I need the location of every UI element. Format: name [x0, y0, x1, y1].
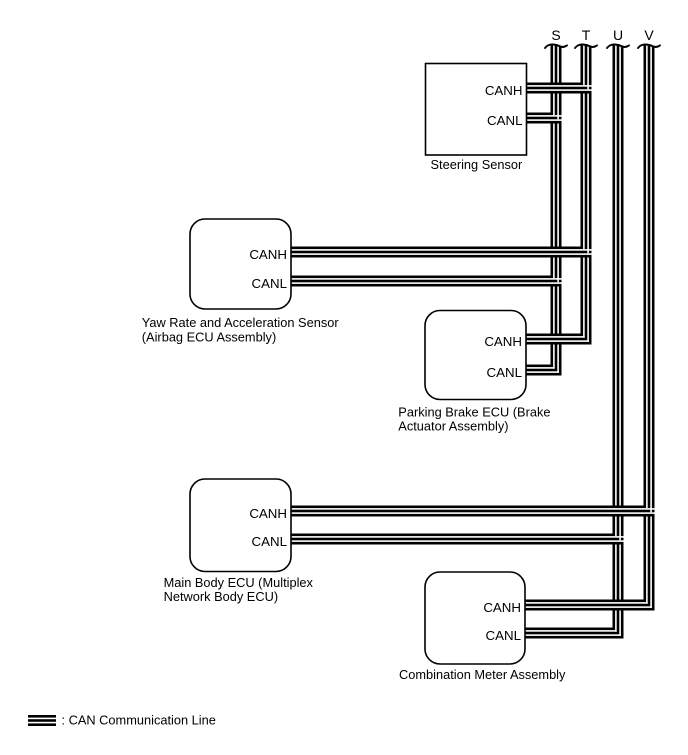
- svg-text:Network Body ECU): Network Body ECU): [164, 589, 279, 604]
- svg-text:CANL: CANL: [252, 276, 287, 291]
- svg-text:CANH: CANH: [485, 83, 523, 98]
- svg-text:CANL: CANL: [252, 534, 287, 549]
- svg-text:CANH: CANH: [249, 247, 287, 262]
- svg-text:CANH: CANH: [483, 600, 521, 615]
- svg-text:CANH: CANH: [249, 506, 287, 521]
- svg-text:CANH: CANH: [484, 334, 522, 349]
- svg-text:Actuator Assembly): Actuator Assembly): [398, 419, 508, 434]
- svg-text:V: V: [644, 27, 654, 43]
- svg-text:Parking Brake ECU (Brake: Parking Brake ECU (Brake: [398, 404, 550, 419]
- svg-text:Yaw Rate and Acceleration Sens: Yaw Rate and Acceleration Sensor: [142, 315, 340, 330]
- svg-text:: CAN Communication Line: : CAN Communication Line: [62, 713, 216, 728]
- svg-text:T: T: [582, 27, 591, 43]
- svg-text:S: S: [551, 27, 560, 43]
- svg-text:CANL: CANL: [487, 365, 522, 380]
- svg-text:U: U: [613, 27, 623, 43]
- svg-text:(Airbag ECU Assembly): (Airbag ECU Assembly): [142, 330, 276, 345]
- svg-text:Combination Meter Assembly: Combination Meter Assembly: [399, 667, 566, 682]
- svg-text:CANL: CANL: [486, 628, 521, 643]
- svg-text:CANL: CANL: [487, 113, 522, 128]
- svg-text:Main Body ECU (Multiplex: Main Body ECU (Multiplex: [164, 575, 314, 590]
- svg-text:Steering Sensor: Steering Sensor: [431, 157, 524, 172]
